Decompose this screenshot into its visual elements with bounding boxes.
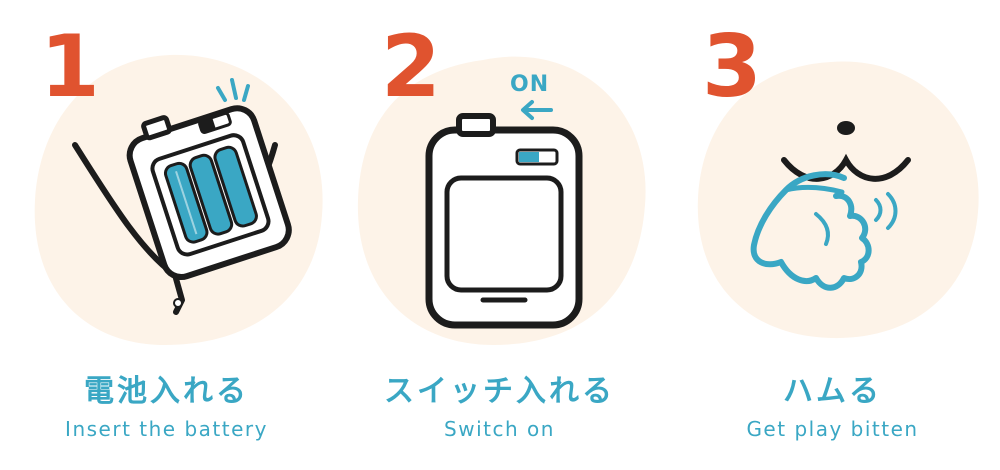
step-1-panel: 1 電池入れる Insert the battery: [0, 0, 333, 470]
step-3-blob: [697, 61, 979, 339]
dog-bite-finger-icon: [697, 61, 979, 339]
step-title-jp: スイッチ入れる: [384, 374, 615, 409]
step-number: 1: [40, 17, 100, 117]
step-title-en: Get play bitten: [746, 417, 919, 441]
step-title-en: Switch on: [444, 417, 555, 441]
step-title-en: Insert the battery: [65, 417, 268, 441]
switch-on-label: ON: [510, 72, 550, 97]
step-number: 2: [381, 17, 441, 117]
step-title-jp: ハムる: [783, 374, 882, 409]
step-number: 3: [702, 17, 762, 117]
device-switch-icon: [357, 56, 646, 346]
step-3-panel: 3 ハムる Get play bitten: [666, 0, 999, 470]
battery-insert-icon: [34, 54, 323, 345]
step-title-jp: 電池入れる: [84, 374, 249, 409]
step-2-panel: 2 ON スイッチ入れる Switch on: [333, 0, 666, 470]
